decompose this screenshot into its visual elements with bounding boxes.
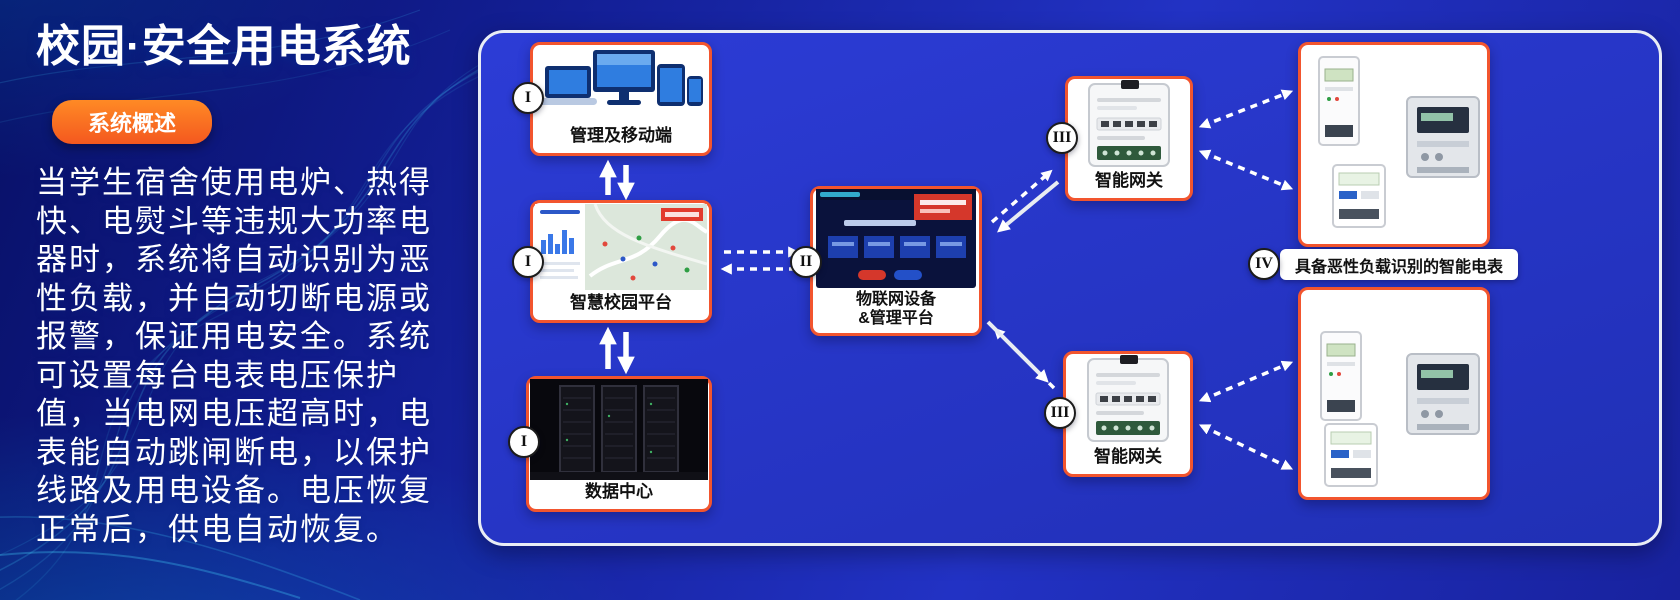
- node-iot-platform: 物联网设备 &管理平台: [810, 186, 982, 336]
- server-racks-illustration: [529, 379, 709, 480]
- badge-roman-1-platform: I: [512, 246, 544, 278]
- node-data-center: 数据中心: [526, 376, 712, 512]
- badge-roman-2-iot: II: [790, 246, 822, 278]
- node-label-campus-platform: 智慧校园平台: [570, 292, 672, 312]
- iot-dashboard-illustration: [813, 189, 979, 288]
- node-gateway-bottom: 智能网关: [1063, 351, 1193, 477]
- node-label-management: 管理及移动端: [570, 125, 672, 145]
- din-meter-illustration: [1317, 55, 1361, 152]
- din-meter-illustration: [1319, 330, 1363, 427]
- compact-meter-illustration: [1323, 422, 1379, 493]
- iot-label-line1: 物联网设备: [855, 290, 936, 308]
- node-label-gateway-bottom: 智能网关: [1094, 446, 1162, 466]
- node-label-data-center: 数据中心: [585, 481, 653, 501]
- badge-roman-1-management: I: [512, 82, 544, 114]
- node-label-iot-platform: 物联网设备 &管理平台: [813, 288, 979, 333]
- iot-label-line2: &管理平台: [858, 309, 934, 327]
- node-management-mobile: 管理及移动端: [530, 42, 712, 156]
- left-column: 校园·安全用电系统 系统概述 当学生宿舍使用电炉、热得 快、电熨斗等违规大功率电…: [36, 10, 468, 549]
- compact-meter-illustration: [1331, 163, 1387, 234]
- devices-illustration: [533, 45, 709, 124]
- overview-badge: 系统概述: [52, 100, 213, 144]
- node-label-gateway-top: 智能网关: [1095, 170, 1163, 190]
- page-title: 校园·安全用电系统: [36, 22, 412, 71]
- badge-roman-4-meters: IV: [1248, 248, 1280, 280]
- lcd-meter-illustration: [1405, 352, 1481, 441]
- dashboard-illustration: [533, 203, 709, 291]
- badge-roman-1-datacenter: I: [508, 426, 540, 458]
- node-campus-platform: 智慧校园平台: [530, 200, 712, 323]
- node-smart-meters-top: [1298, 42, 1490, 247]
- badge-roman-3-gateway-bottom: III: [1044, 397, 1076, 429]
- gateway-device-illustration: [1066, 354, 1190, 445]
- system-description: 当学生宿舍使用电炉、热得 快、电熨斗等违规大功率电 器时，系统将自动识别为恶 性…: [36, 165, 432, 547]
- node-gateway-top: 智能网关: [1065, 76, 1193, 201]
- lcd-meter-illustration: [1405, 95, 1481, 184]
- badge-roman-3-gateway-top: III: [1046, 122, 1078, 154]
- smart-meters-caption: 具备恶性负载识别的智能电表: [1280, 249, 1518, 280]
- node-smart-meters-bottom: [1298, 287, 1490, 500]
- gateway-device-illustration: [1068, 79, 1190, 169]
